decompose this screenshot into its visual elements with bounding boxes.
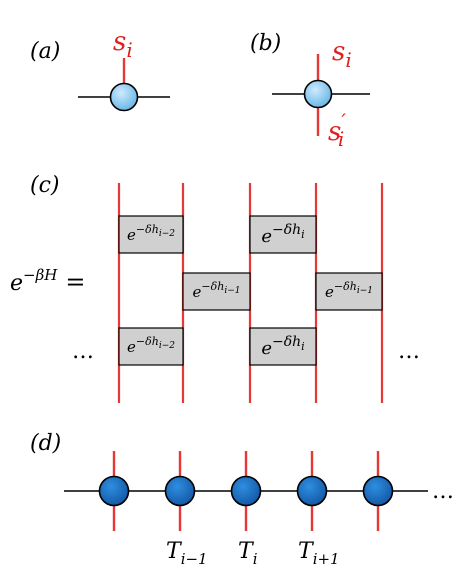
- gate-bot-left: e−δhi−2: [118, 327, 184, 366]
- tensor-label-next: Ti+1: [298, 539, 340, 568]
- panel-b-spin-top-label: si: [332, 37, 352, 72]
- gate-top-right: e−δhi: [249, 215, 317, 254]
- panel-a: (a) si: [30, 27, 170, 112]
- ellipsis-right: …: [398, 339, 420, 364]
- panel-c: (c) e−βH= e−δhi−2 e−δhi e−δhi−1 e−δhi−1: [10, 173, 420, 403]
- chain-ellipsis: …: [432, 479, 454, 504]
- panel-b-label: (b): [250, 31, 281, 56]
- tensor-node-4: [296, 475, 328, 507]
- panel-b-spin-bottom-label: s′i: [328, 109, 346, 151]
- tensor-label-current: Ti: [238, 539, 258, 568]
- gate-top-right-label: e−δhi: [261, 222, 304, 247]
- tensor-node-5: [362, 475, 394, 507]
- panel-d: (d) … Ti−1 Ti Ti+1: [30, 431, 454, 568]
- gate-bot-left-label: e−δhi−2: [127, 335, 175, 356]
- gate-bot-right: e−δhi: [249, 327, 317, 366]
- panel-b-node: [303, 79, 333, 109]
- panel-a-spin-label: si: [113, 27, 133, 62]
- gate-mid-left: e−δhi−1: [182, 272, 251, 311]
- gate-mid-right-label: e−δhi−1: [325, 280, 373, 301]
- panel-d-label: (d): [30, 431, 61, 456]
- tensor-label-prev: Ti−1: [166, 539, 208, 568]
- tensor-node-2: [164, 475, 196, 507]
- gate-mid-left-label: e−δhi−1: [193, 280, 241, 301]
- tensor-node-3: [230, 475, 262, 507]
- ellipsis-left: …: [72, 339, 94, 364]
- gate-mid-right: e−δhi−1: [315, 272, 383, 311]
- panel-b: (b) si s′i: [250, 31, 370, 151]
- panel-a-node: [109, 82, 139, 112]
- partition-function-lhs: e−βH=: [10, 266, 85, 296]
- panel-a-label: (a): [30, 39, 60, 64]
- gate-top-left-label: e−δhi−2: [127, 223, 175, 244]
- tensor-node-1: [98, 475, 130, 507]
- panel-c-label: (c): [30, 173, 60, 198]
- gate-top-left: e−δhi−2: [118, 215, 184, 254]
- gate-bot-right-label: e−δhi: [261, 334, 304, 359]
